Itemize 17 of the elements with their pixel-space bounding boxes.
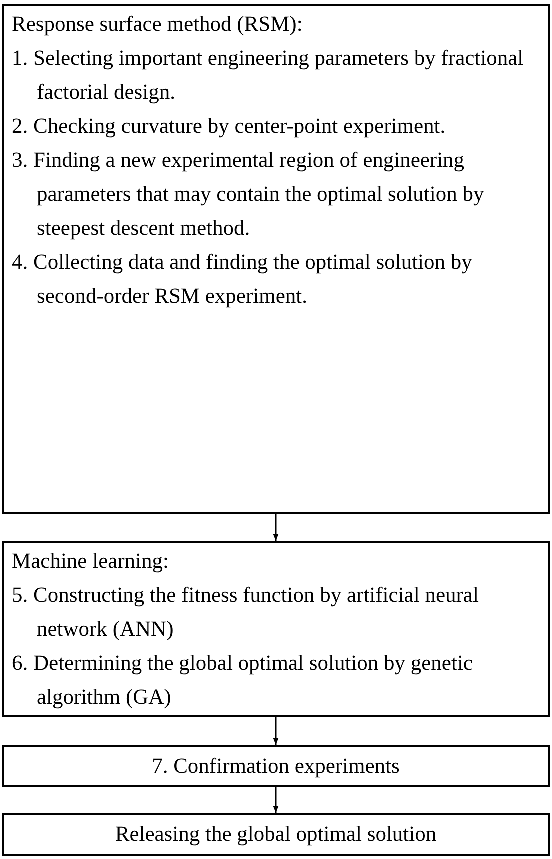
heading: Response surface method (RSM): xyxy=(12,11,304,38)
heading: Machine learning: xyxy=(12,548,170,575)
arrow xyxy=(273,787,279,813)
arrow xyxy=(273,717,279,745)
step-text: 3. Finding a new experimental region of engineering parameters that may contain the optimal solution by steepest descent method. xyxy=(12,147,486,242)
step-text: 4. Collecting data and finding the optimal solution by second-order RSM experiment. xyxy=(12,249,474,310)
step-text: 7. Confirmation experiments xyxy=(151,753,401,780)
arrow xyxy=(273,514,279,541)
step-text: 6. Determining the global optimal solution by genetic algorithm (GA) xyxy=(12,650,474,711)
step-text: 5. Constructing the fitness function by artificial neural network (ANN) xyxy=(12,582,480,643)
step-text: 2. Checking curvature by center-point experiment. xyxy=(12,113,447,140)
step-text: 1. Selecting important engineering parameters by fractional factorial design. xyxy=(12,45,525,106)
process-box xyxy=(2,541,550,717)
process-box xyxy=(2,813,550,856)
step-text: Releasing the global optimal solution xyxy=(114,821,438,848)
process-box xyxy=(2,745,550,787)
process-box xyxy=(2,4,550,514)
